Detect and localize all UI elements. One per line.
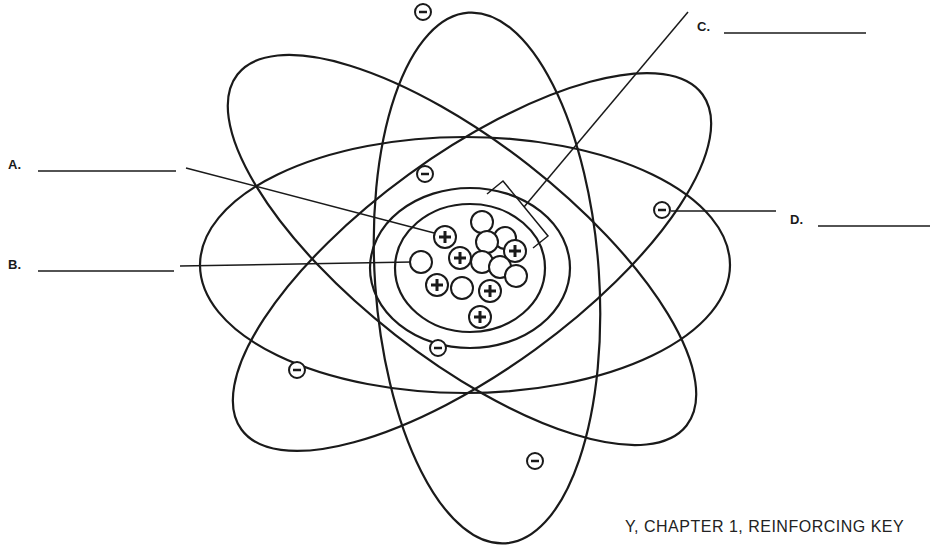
minus-sign (419, 11, 427, 14)
plus-sign (431, 279, 443, 291)
particle-circle (505, 265, 527, 287)
particle-circle (471, 211, 493, 233)
neutron (410, 251, 432, 273)
neutron (505, 265, 527, 287)
leader-line (671, 210, 776, 212)
electron-circle (415, 4, 431, 20)
electron (527, 453, 543, 469)
orbits (171, 0, 766, 548)
footer-text: Y, CHAPTER 1, REINFORCING KEY (625, 518, 904, 536)
particle-circle (479, 280, 501, 302)
electrons (289, 4, 670, 469)
neutron (476, 231, 498, 253)
minus-sign (531, 460, 539, 463)
answer-blank (38, 170, 176, 172)
plus-sign (509, 245, 521, 257)
particle-circle (476, 231, 498, 253)
minus-sign (421, 173, 429, 176)
proton (479, 280, 501, 302)
part-letter: B. (8, 258, 21, 272)
part-letter: A. (8, 158, 21, 172)
plus-sign (484, 285, 496, 297)
proton (434, 226, 456, 248)
particle-circle (410, 251, 432, 273)
electron-circle (527, 453, 543, 469)
electron (654, 202, 670, 218)
part-letter: D. (790, 213, 803, 227)
nucleus (410, 211, 527, 328)
particle-circle (426, 274, 448, 296)
plus-sign (454, 252, 466, 264)
neutron (451, 277, 473, 299)
part-letter: C. (697, 20, 710, 34)
answer-blank (38, 270, 174, 272)
answer-blank (818, 225, 930, 227)
electron (289, 362, 305, 378)
electron-circle (430, 340, 446, 356)
leader-line (186, 168, 438, 234)
leader-lines (38, 12, 930, 271)
electron (417, 166, 433, 182)
orbit (178, 7, 766, 517)
minus-sign (658, 209, 666, 212)
orbit (171, 0, 753, 511)
neutron (471, 211, 493, 233)
minus-sign (293, 369, 301, 372)
proton (426, 274, 448, 296)
electron (415, 4, 431, 20)
particle-circle (434, 226, 456, 248)
plus-sign (474, 311, 486, 323)
electron (430, 340, 446, 356)
orbit (370, 188, 570, 348)
particle-circle (451, 277, 473, 299)
proton (469, 306, 491, 328)
leader-line (180, 262, 412, 266)
answer-blank (724, 32, 866, 34)
orbit (395, 204, 545, 332)
proton (449, 247, 471, 269)
electron-circle (417, 166, 433, 182)
minus-sign (434, 347, 442, 350)
particle-circle (449, 247, 471, 269)
electron-circle (289, 362, 305, 378)
particle-circle (469, 306, 491, 328)
plus-sign (439, 231, 451, 243)
electron-circle (654, 202, 670, 218)
leader-line (524, 12, 688, 207)
